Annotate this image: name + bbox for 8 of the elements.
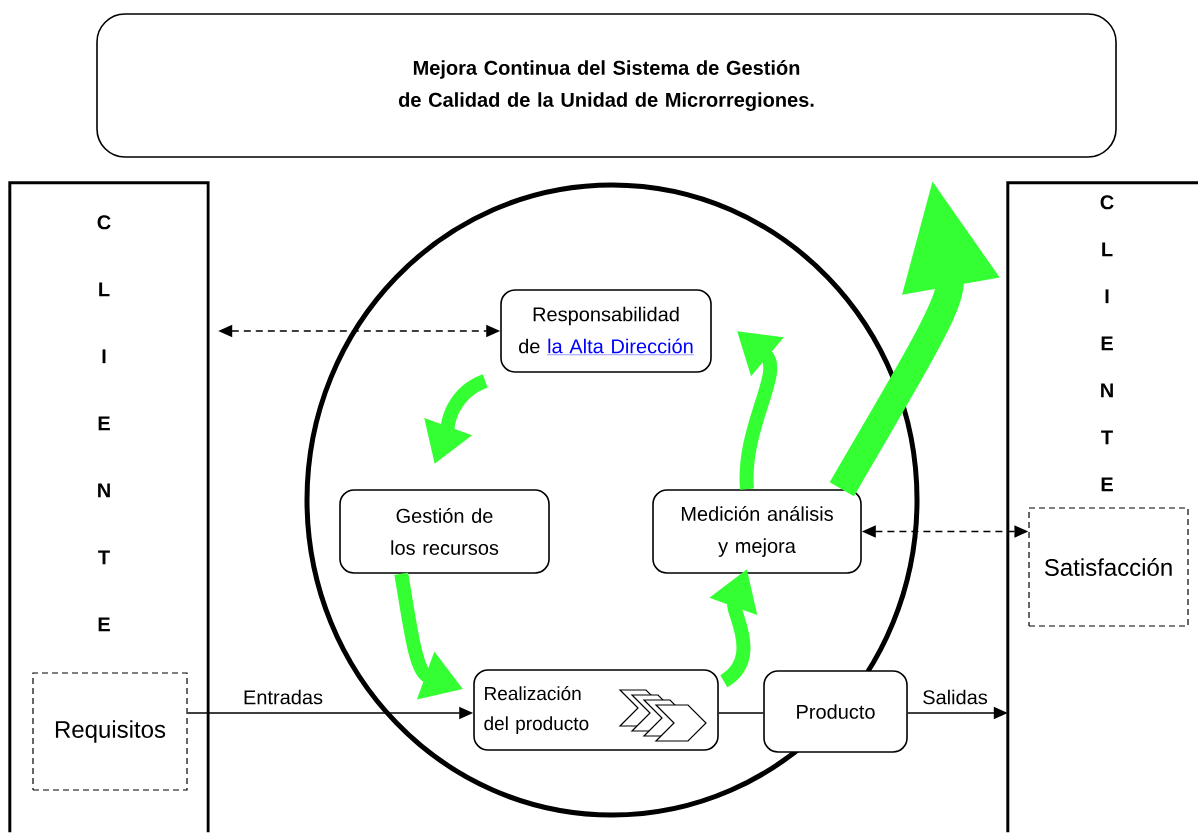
process-box: Gestión de los recursos — [339, 489, 550, 574]
dashed-box: Requisitos — [32, 672, 188, 791]
edge-label: Entradas — [242, 688, 325, 706]
process-box: Responsabilidad de la Alta Dirección — [500, 289, 712, 373]
edge-label: Salidas — [921, 688, 989, 706]
dashed-box: Satisfacción — [1028, 507, 1189, 627]
process-box: Medición análisis y mejora — [652, 489, 862, 574]
process-box: Mejora Continua del Sistema de Gestión de Calidad de la Unidad de Microrregiones. — [96, 13, 1117, 158]
